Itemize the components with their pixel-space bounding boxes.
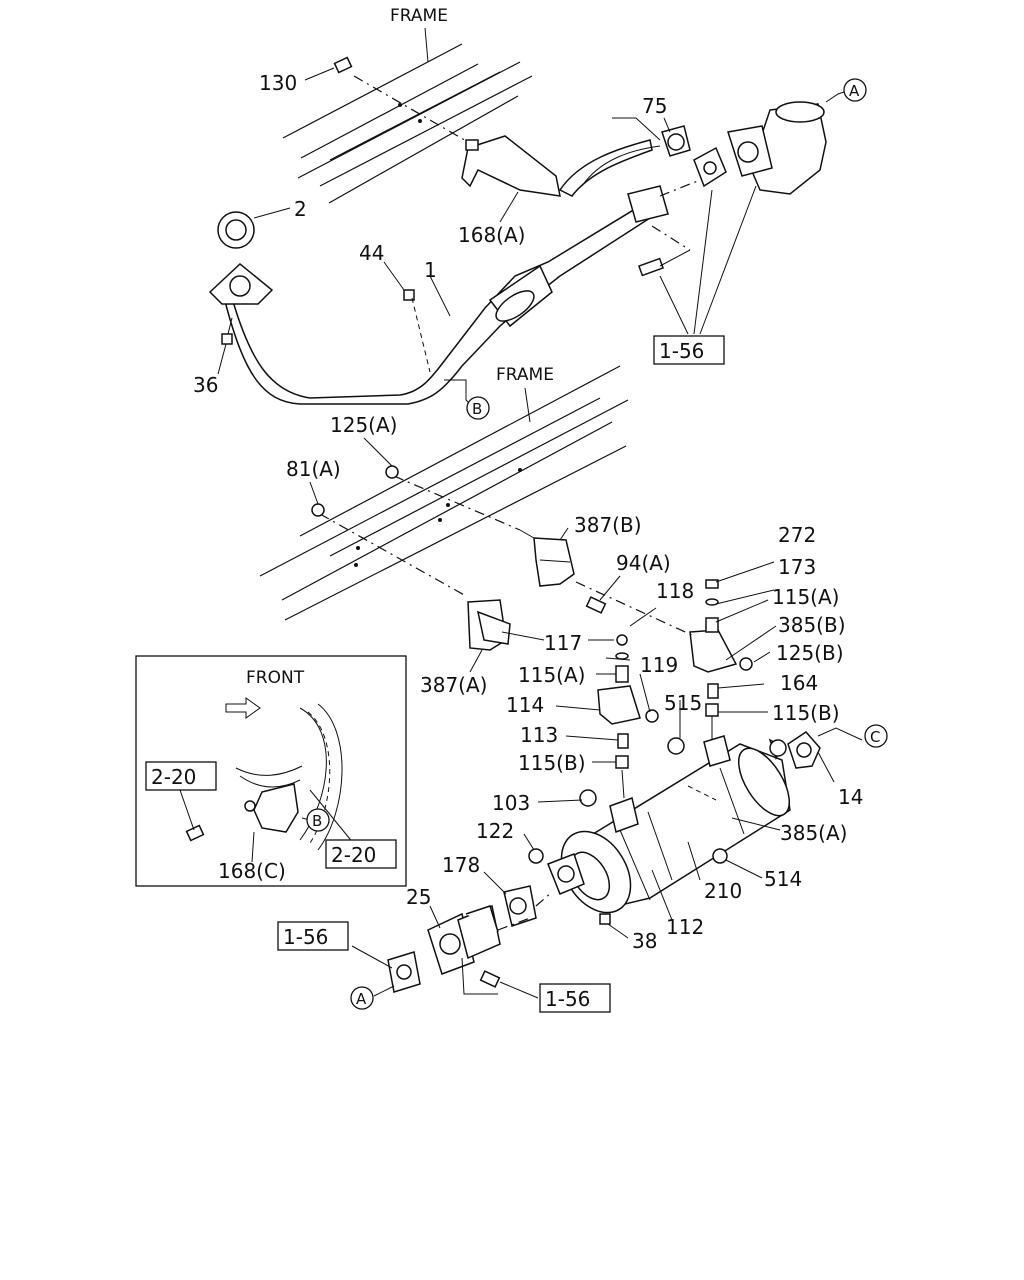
circle-c-right: C (870, 728, 880, 746)
label-118: 118 (656, 579, 694, 603)
label-514: 514 (764, 867, 802, 891)
label-178: 178 (442, 853, 480, 877)
inset-label-168c: 168(C) (218, 859, 286, 883)
turbo-outlet-housing (693, 101, 827, 195)
part-labels: FRAME FRAME 130 75 2 168(A) 44 1 36 125(… (193, 6, 863, 953)
muffler-assembly (528, 735, 791, 925)
bracket-387a (467, 599, 511, 651)
circle-b-inset: B (312, 812, 322, 830)
label-44: 44 (359, 241, 384, 265)
bracket-168a (461, 117, 691, 197)
label-125b: 125(B) (776, 641, 844, 665)
label-25: 25 (406, 885, 431, 909)
leader-lines (179, 67, 863, 999)
label-210: 210 (704, 879, 742, 903)
label-125a: 125(A) (330, 413, 397, 437)
front-exhaust-pipe (208, 185, 669, 405)
upper-centerlines (227, 75, 701, 373)
label-94a: 94(A) (616, 551, 671, 575)
upper-frame-rails (282, 27, 533, 204)
label-103: 103 (492, 791, 530, 815)
hanger-114 (597, 634, 659, 799)
circle-a-bottom: A (356, 990, 367, 1008)
label-387a: 387(A) (420, 673, 487, 697)
label-112: 112 (666, 915, 704, 939)
label-115b-left: 115(B) (518, 751, 586, 775)
label-168a: 168(A) (458, 223, 525, 247)
inset-front-label: FRONT (246, 668, 305, 688)
label-385a: 385(A) (780, 821, 847, 845)
label-38: 38 (632, 929, 657, 953)
label-75: 75 (642, 94, 667, 118)
top-flange-bolts (221, 56, 665, 345)
label-115b-right: 115(B) (772, 701, 840, 725)
bottom-flange (387, 951, 501, 995)
ref-inset-right: 2-20 (331, 843, 376, 867)
label-122: 122 (476, 819, 514, 843)
reference-boxes: 1-56 1-56 1-56 2-20 2-20 FRONT 168(C) (145, 335, 725, 1013)
ref-top-right: 1-56 (659, 339, 704, 363)
label-113: 113 (520, 723, 558, 747)
bracket-387b (533, 537, 607, 614)
label-115a-right: 115(A) (772, 585, 839, 609)
label-114: 114 (506, 693, 544, 717)
label-2: 2 (294, 197, 307, 221)
tail-pipe-25 (427, 885, 553, 975)
frame-label-mid: FRAME (496, 365, 554, 385)
label-173: 173 (778, 555, 816, 579)
ref-bottom-mid: 1-56 (545, 987, 590, 1011)
label-387b: 387(B) (574, 513, 642, 537)
label-117: 117 (544, 631, 582, 655)
label-81a: 81(A) (286, 457, 341, 481)
circle-callouts: A B C A B (306, 78, 888, 1010)
frame-label-top: FRAME (390, 6, 448, 26)
lower-frame-rails (259, 365, 629, 621)
ref-bottom-left: 1-56 (283, 925, 328, 949)
circle-b-mid: B (472, 400, 482, 418)
label-164: 164 (780, 671, 818, 695)
gasket-14 (787, 731, 821, 769)
label-130: 130 (259, 71, 297, 95)
label-119: 119 (640, 653, 678, 677)
label-385b: 385(B) (778, 613, 846, 637)
circle-a-top: A (849, 82, 860, 100)
label-515: 515 (664, 691, 702, 715)
label-36: 36 (193, 373, 218, 397)
ref-inset-left: 2-20 (151, 765, 196, 789)
hanger-385b (689, 579, 753, 746)
label-115a-left: 115(A) (518, 663, 585, 687)
label-1: 1 (424, 258, 437, 282)
label-14: 14 (838, 785, 863, 809)
label-272: 272 (778, 523, 816, 547)
